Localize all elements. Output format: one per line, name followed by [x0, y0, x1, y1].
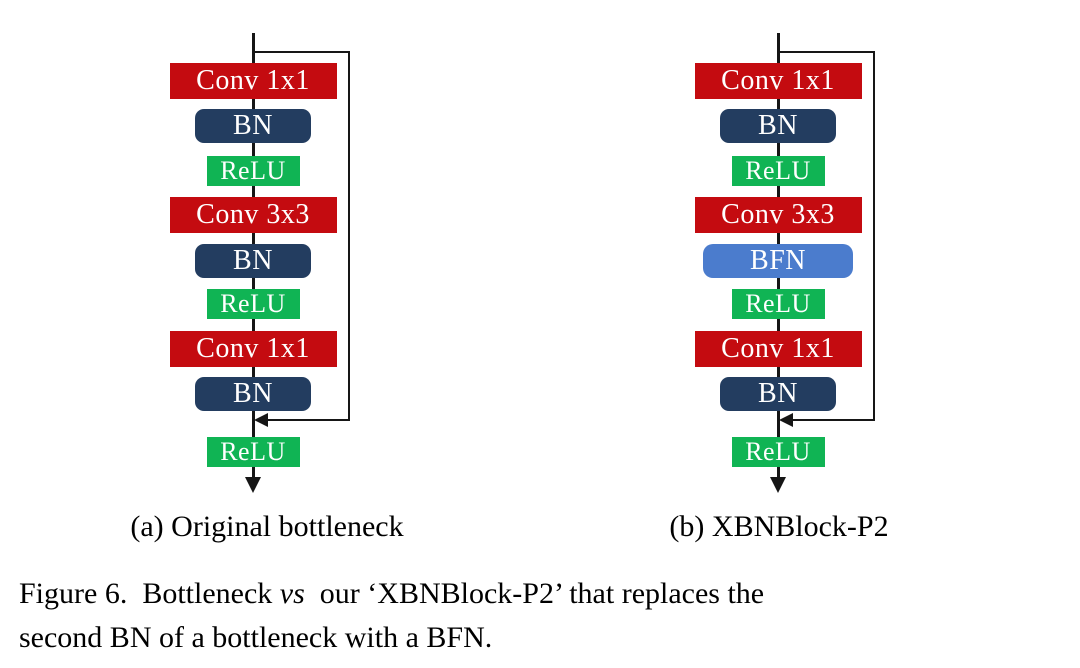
- skip-connection-top-b: [778, 51, 875, 53]
- block-a-6-conv-1x1: Conv 1x1: [169, 331, 337, 367]
- block-a-0-conv-1x1: Conv 1x1: [169, 63, 337, 99]
- block-a-5-relu: ReLU: [206, 289, 300, 319]
- block-b-8-relu: ReLU: [731, 437, 825, 467]
- caption-text-line2: second BN of a bottleneck with a BFN.: [19, 621, 493, 654]
- block-a-4-bn: BN: [195, 244, 311, 278]
- skip-arrowhead-icon-a: [254, 413, 268, 427]
- caption-text-post: our ‘XBNBlock-P2’ that replaces the: [304, 577, 765, 610]
- block-b-7-bn: BN: [720, 377, 836, 411]
- caption-line-2: second BN of a bottleneck with a BFN.: [19, 616, 1069, 660]
- subcaption-b: (b) XBNBlock-P2: [669, 510, 889, 543]
- block-b-0-conv-1x1: Conv 1x1: [694, 63, 862, 99]
- skip-connection-top-a: [253, 51, 350, 53]
- skip-arrowhead-icon-b: [779, 413, 793, 427]
- block-b-3-conv-3x3: Conv 3x3: [694, 197, 862, 233]
- block-a-8-relu: ReLU: [206, 437, 300, 467]
- caption-text-pre: Figure 6. Bottleneck: [19, 577, 280, 610]
- skip-connection-bottom-a: [265, 419, 350, 421]
- skip-connection-rail-a: [348, 51, 350, 420]
- caption-text-vs-italic: vs: [279, 577, 305, 610]
- skip-connection-bottom-b: [790, 419, 875, 421]
- caption-line-1: Figure 6. Bottleneck vs our ‘XBNBlock-P2…: [19, 572, 1069, 616]
- block-b-1-bn: BN: [720, 109, 836, 143]
- skip-connection-rail-b: [873, 51, 875, 420]
- subcaption-a: (a) Original bottleneck: [130, 510, 404, 543]
- block-a-3-conv-3x3: Conv 3x3: [169, 197, 337, 233]
- block-a-2-relu: ReLU: [206, 156, 300, 186]
- output-arrowhead-icon-b: [770, 477, 786, 493]
- block-a-1-bn: BN: [195, 109, 311, 143]
- figure-caption: Figure 6. Bottleneck vs our ‘XBNBlock-P2…: [19, 572, 1069, 660]
- block-b-6-conv-1x1: Conv 1x1: [694, 331, 862, 367]
- block-a-7-bn: BN: [195, 377, 311, 411]
- block-b-4-bfn: BFN: [703, 244, 853, 278]
- block-b-5-relu: ReLU: [731, 289, 825, 319]
- block-b-2-relu: ReLU: [731, 156, 825, 186]
- output-arrowhead-icon-a: [245, 477, 261, 493]
